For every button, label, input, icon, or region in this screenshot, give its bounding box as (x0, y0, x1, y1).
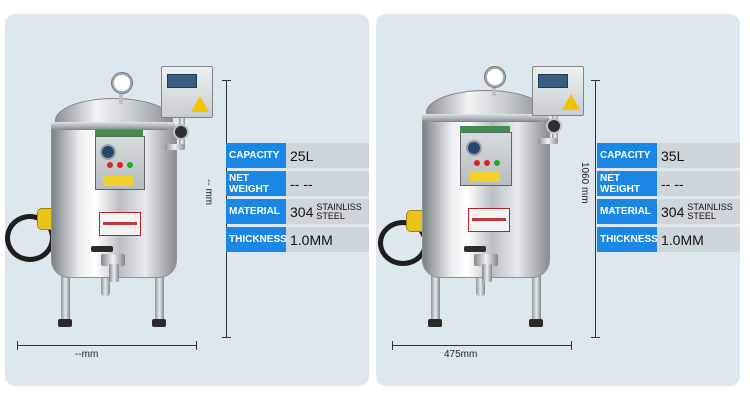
warning-label (99, 212, 141, 236)
spec-value: 35L (657, 143, 740, 168)
pressure-gauge-icon (111, 72, 133, 94)
spec-label: MATERIAL (597, 199, 657, 224)
spec-value: -- -- (286, 171, 369, 196)
warning-label (468, 208, 510, 232)
height-dimension-line (591, 80, 600, 338)
spec-row-capacity: CAPACITY 35L (597, 143, 740, 168)
spec-label: MATERIAL (226, 199, 286, 224)
spec-row-thickness: THICKNESS 1.0MM (597, 227, 740, 252)
spec-label: NET WEIGHT (226, 171, 286, 196)
spec-label: THICKNESS (597, 227, 658, 252)
spec-value: 1.0MM (657, 227, 740, 252)
height-dimension: -- mm (203, 179, 214, 206)
product-panel-35l: 1060 mm 475mm CAPACITY 35L NET WEIGHT --… (376, 14, 740, 386)
product-panel-25l: -- mm --mm CAPACITY 25L NET WEIGHT -- --… (5, 14, 369, 386)
spec-value: 25L (286, 143, 369, 168)
spec-row-thickness: THICKNESS 1.0MM (226, 227, 369, 252)
spec-value: -- -- (657, 171, 740, 196)
outlet-valve (474, 254, 498, 266)
spec-value: 1.0MM (286, 227, 369, 252)
width-dimension-line (392, 341, 572, 350)
valve-knob (173, 124, 189, 140)
spec-label: THICKNESS (226, 227, 287, 252)
spec-label: CAPACITY (226, 143, 286, 168)
control-display (538, 74, 568, 88)
spec-table: CAPACITY 35L NET WEIGHT -- -- MATERIAL 3… (597, 143, 740, 255)
pasteurizer-machine-image (376, 14, 740, 386)
width-dimension-line (17, 341, 197, 350)
warning-triangle-icon (562, 94, 580, 110)
spec-label: NET WEIGHT (597, 171, 657, 196)
valve-knob (546, 118, 562, 134)
spec-row-capacity: CAPACITY 25L (226, 143, 369, 168)
pressure-gauge-icon (484, 66, 506, 88)
pasteurizer-machine-image (5, 14, 369, 386)
spec-table: CAPACITY 25L NET WEIGHT -- -- MATERIAL 3… (226, 143, 369, 255)
warning-triangle-icon (191, 96, 209, 112)
spec-label: CAPACITY (597, 143, 657, 168)
height-dimension: 1060 mm (579, 162, 590, 204)
spec-row-net-weight: NET WEIGHT -- -- (226, 171, 369, 196)
control-display (167, 74, 197, 88)
spec-row-net-weight: NET WEIGHT -- -- (597, 171, 740, 196)
width-dimension: --mm (75, 349, 99, 360)
width-dimension: 475mm (444, 349, 478, 360)
outlet-valve (101, 254, 125, 266)
